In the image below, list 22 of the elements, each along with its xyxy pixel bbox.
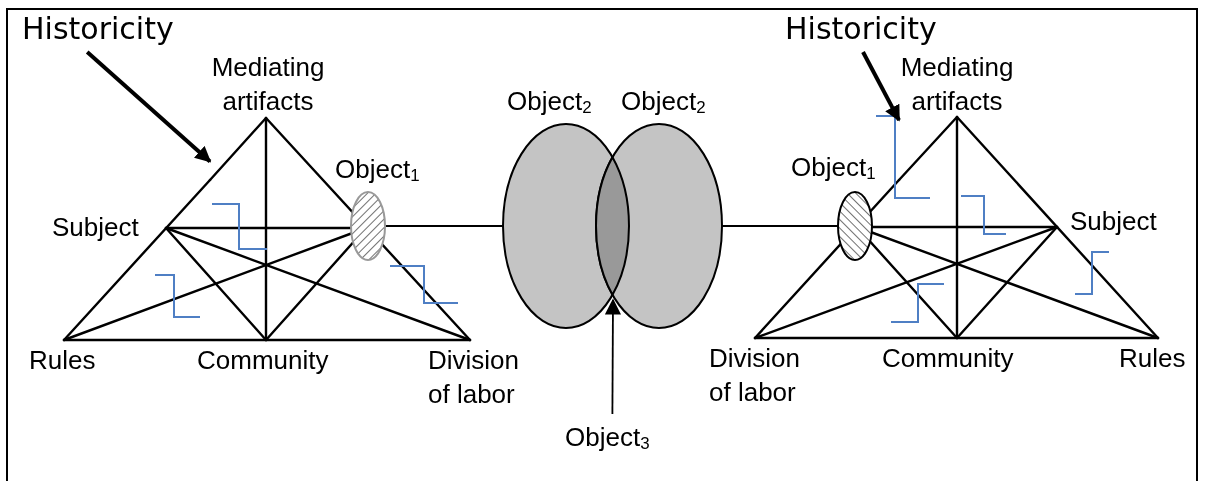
arrow <box>85 50 212 163</box>
node-label: Object$_{2}$ <box>621 85 706 118</box>
node-label: Object$_{3}$ <box>565 421 650 454</box>
vertex-label: Subject <box>1070 205 1157 238</box>
vertex-label: Division of labor <box>709 342 802 409</box>
node-label: Object$_{1}$ <box>335 153 420 186</box>
vertex-label: Mediating artifacts <box>899 51 1015 118</box>
node-label: Object$_{1}$ <box>791 151 876 184</box>
vertex-label: Division of labor <box>428 344 521 411</box>
vertex-label: Rules <box>29 344 96 377</box>
vertex-label: Community <box>197 344 329 377</box>
annotation-text: Historicity <box>22 12 174 46</box>
vertex-label: Mediating artifacts <box>210 51 326 118</box>
node-label: Object$_{2}$ <box>507 85 592 118</box>
connector-line <box>721 225 839 227</box>
vertex-label: Rules <box>1119 342 1186 375</box>
vertex-label: Subject <box>52 211 139 244</box>
arrow <box>604 298 621 415</box>
arrow <box>861 51 901 122</box>
vertex-label: Community <box>882 342 1014 375</box>
annotation-text: Historicity <box>785 12 937 46</box>
connector-line <box>384 225 504 227</box>
